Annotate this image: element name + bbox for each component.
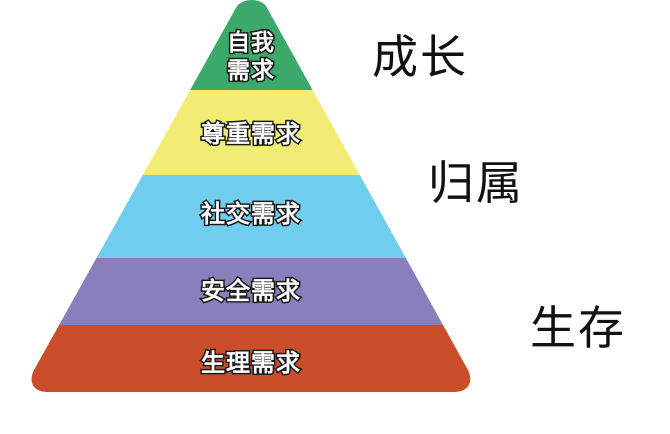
pyramid-level-esteem — [31, 90, 471, 175]
pyramid-level-self-label-line-2: 需求 — [227, 58, 275, 84]
pyramid-level-social — [31, 175, 471, 258]
pyramid-level-social-label: 社交需求 — [201, 200, 301, 228]
pyramid-level-physio-label: 生理需求 — [201, 349, 301, 377]
survival-label: 生存 — [530, 301, 626, 355]
pyramid-level-safety — [31, 258, 471, 325]
pyramid-level-self-label-line-1: 自我 — [227, 29, 275, 56]
belonging-label: 归属 — [428, 156, 524, 210]
pyramid-level-self — [31, 0, 471, 90]
pyramid-level-safety-label: 安全需求 — [201, 277, 301, 305]
pyramid-level-physio — [31, 325, 471, 392]
growth-label: 成长 — [372, 30, 468, 84]
pyramid-level-esteem-label: 尊重需求 — [201, 120, 301, 148]
